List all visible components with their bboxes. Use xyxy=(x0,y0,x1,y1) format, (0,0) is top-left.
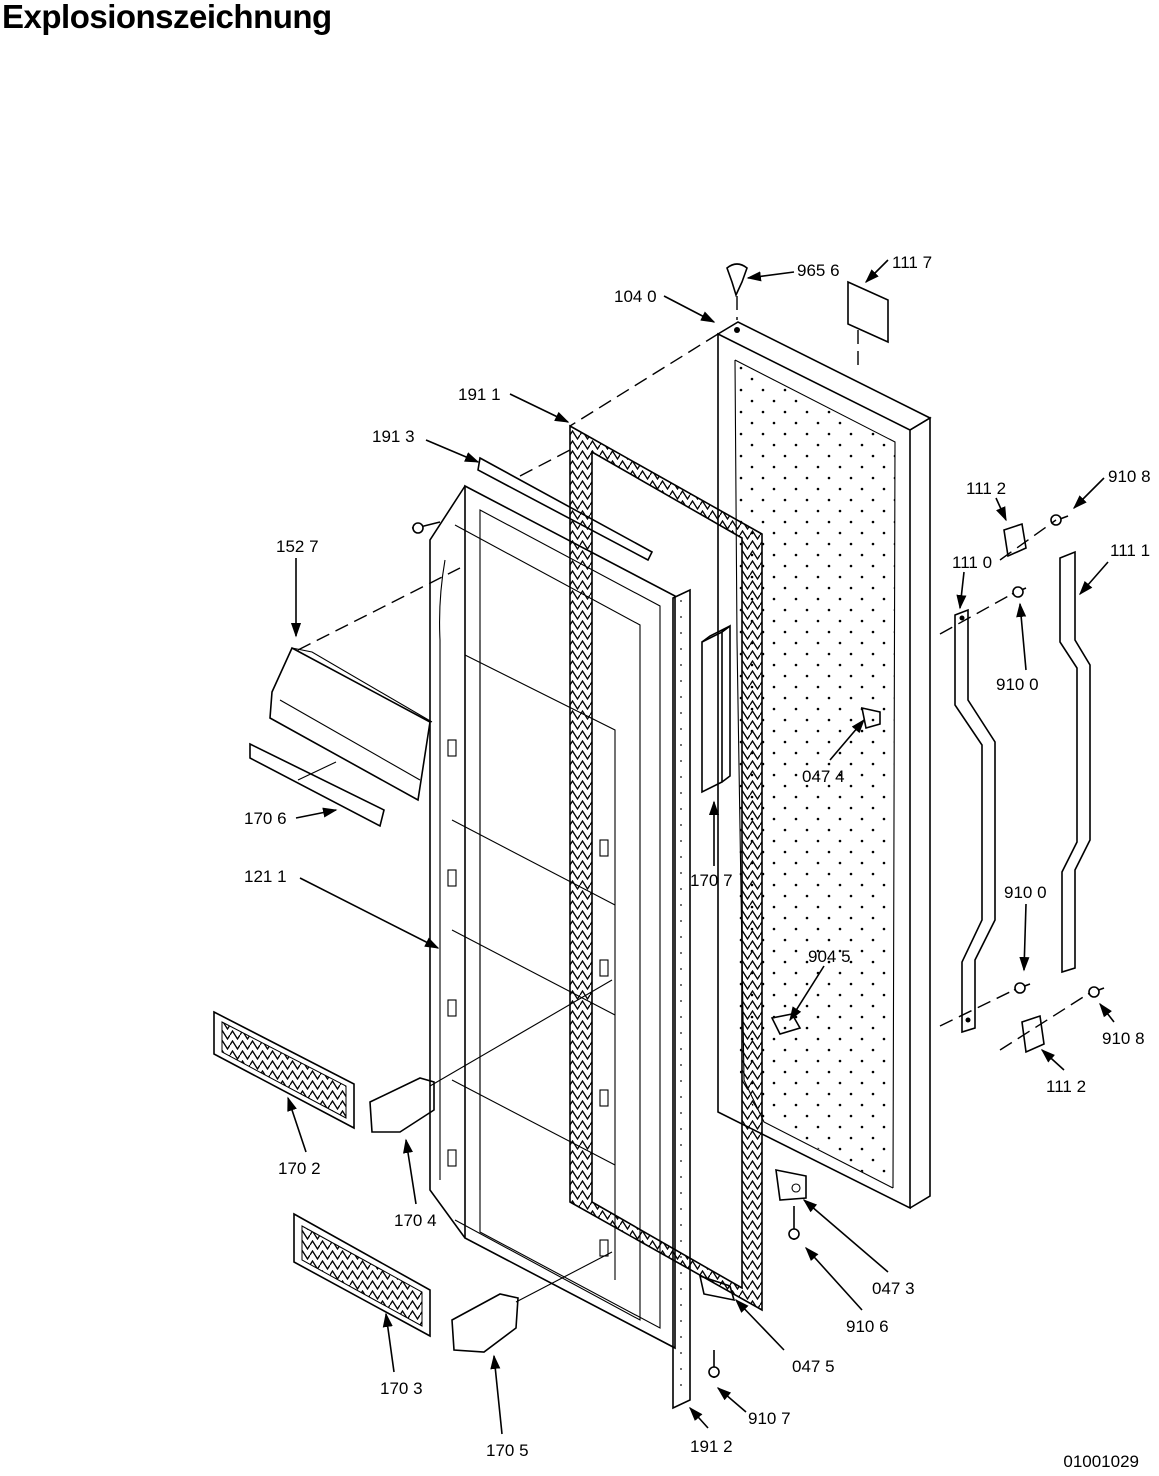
callout-111-2-upper: 111 2 xyxy=(966,479,1006,498)
outer-door-panel xyxy=(717,321,932,1210)
bin-trim-strip xyxy=(249,742,385,828)
bottom-hinge-pin xyxy=(775,1168,807,1201)
shelf-end-cap-upper xyxy=(369,1077,435,1133)
callout-910-0-upper: 910 0 xyxy=(996,675,1039,694)
callout-111-2-lower: 111 2 xyxy=(1046,1077,1086,1096)
callout-170-5: 170 5 xyxy=(486,1441,529,1460)
diagram-title: Explosionszeichnung xyxy=(2,0,332,35)
callout-111-7: 111 7 xyxy=(892,253,932,272)
callout-170-7: 170 7 xyxy=(690,871,733,890)
callout-170-6: 170 6 xyxy=(244,809,287,828)
label-card xyxy=(847,280,889,344)
callout-910-6: 910 6 xyxy=(846,1317,889,1336)
top-plug xyxy=(726,263,748,298)
callout-170-2: 170 2 xyxy=(278,1159,321,1178)
callout-910-7: 910 7 xyxy=(748,1409,791,1428)
callout-191-2: 191 2 xyxy=(690,1437,733,1456)
door-stop-mid xyxy=(770,1013,802,1035)
callout-910-0-lower: 910 0 xyxy=(1004,883,1047,902)
hinge-side-strip xyxy=(672,588,691,1410)
callout-191-3: 191 3 xyxy=(372,427,415,446)
dairy-compartment-door xyxy=(269,646,433,802)
callout-152-7: 152 7 xyxy=(276,537,319,556)
callout-111-0: 111 0 xyxy=(952,553,992,572)
callout-191-1: 191 1 xyxy=(458,385,501,404)
assembly-lines xyxy=(297,296,1089,1303)
callout-047-4: 047 4 xyxy=(802,767,845,786)
callout-170-4: 170 4 xyxy=(394,1211,437,1230)
callout-904-5: 904 5 xyxy=(808,947,851,966)
document-number: 01001029 xyxy=(1063,1452,1139,1471)
door-shelf-lower xyxy=(293,1212,431,1338)
inner-door-liner xyxy=(429,484,676,1350)
handle-bar-lower xyxy=(954,608,996,1034)
door-shelf-upper xyxy=(213,1010,355,1130)
callout-labels: 965 6 111 7 104 0 191 1 191 3 111 2 910 … xyxy=(244,253,1151,1460)
upper-hinge-bracket xyxy=(1003,522,1027,558)
door-gasket xyxy=(569,424,763,1312)
callout-965-6: 965 6 xyxy=(797,261,840,280)
callout-104-0: 104 0 xyxy=(614,287,657,306)
lower-hinge-bracket xyxy=(1021,1014,1045,1054)
bottom-bracket xyxy=(698,1274,736,1302)
callout-910-8-lower: 910 8 xyxy=(1102,1029,1145,1048)
callout-910-8-upper: 910 8 xyxy=(1108,467,1151,486)
vertical-spacer-block xyxy=(701,624,731,794)
top-trim-strip xyxy=(477,456,654,562)
handle-bar-cover xyxy=(1059,550,1091,974)
callout-047-3: 047 3 xyxy=(872,1279,915,1298)
shelf-end-cap-lower xyxy=(451,1293,519,1353)
leader-arrows xyxy=(287,259,1115,1435)
callout-121-1: 121 1 xyxy=(244,867,287,886)
callout-111-1: 111 1 xyxy=(1110,541,1150,560)
callout-170-3: 170 3 xyxy=(380,1379,423,1398)
callout-047-5: 047 5 xyxy=(792,1357,835,1376)
